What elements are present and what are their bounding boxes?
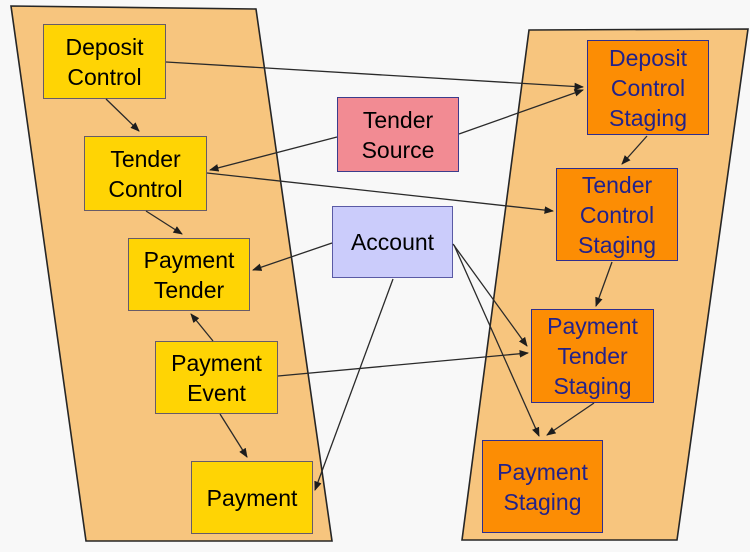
node-account: Account	[332, 206, 453, 278]
node-tender-source: Tender Source	[337, 97, 459, 172]
node-deposit-control-staging: Deposit Control Staging	[587, 40, 709, 135]
node-payment-event: Payment Event	[155, 341, 278, 414]
node-payment-staging: Payment Staging	[482, 440, 603, 533]
node-tender-control-staging: Tender Control Staging	[556, 168, 678, 261]
node-payment-tender: Payment Tender	[128, 238, 250, 311]
node-payment-tender-staging: Payment Tender Staging	[531, 309, 654, 403]
node-payment: Payment	[191, 461, 313, 534]
node-deposit-control: Deposit Control	[43, 24, 166, 99]
node-tender-control: Tender Control	[84, 136, 207, 211]
